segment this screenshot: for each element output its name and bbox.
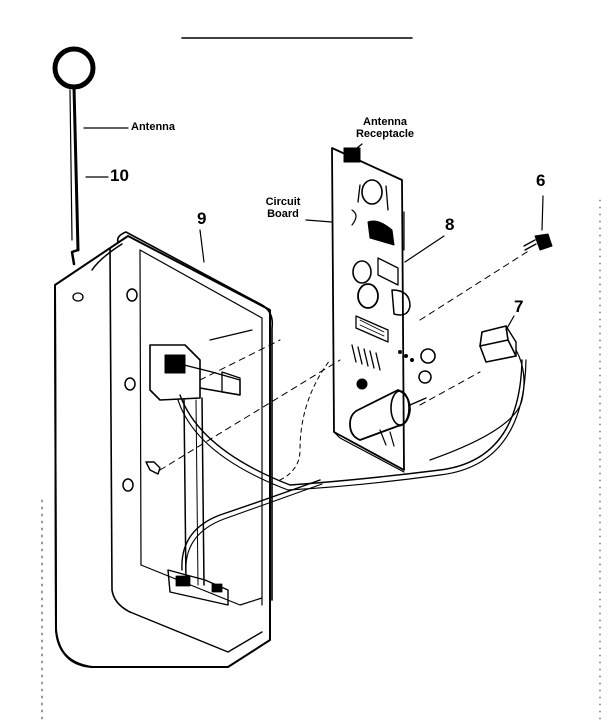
part-8-leader [404, 235, 445, 263]
alignment-line-connector [419, 371, 481, 406]
antenna-receptacle-line2: Receptacle [355, 127, 415, 140]
part-number-8: 8 [445, 215, 455, 234]
screw [523, 195, 553, 251]
part-number-9: 9 [197, 209, 207, 228]
antenna [52, 46, 96, 266]
circuit-board-label: Circuit Board [256, 196, 310, 220]
antenna-label: Antenna [131, 121, 175, 133]
wires [177, 359, 527, 573]
alignment-line-board [159, 359, 341, 471]
housing [54, 231, 274, 668]
circuit-board-line1: Circuit [265, 196, 301, 208]
circuit-board-line2: Board [267, 207, 299, 220]
part-number-7: 7 [514, 297, 524, 316]
receptacle-leader [351, 143, 363, 153]
circuit-board-leader [305, 219, 333, 223]
alignment-line-wire [199, 339, 281, 381]
alignment-line-screw [419, 249, 531, 321]
part-number-10: 10 [110, 166, 129, 185]
circuit-board [331, 147, 436, 473]
connector [429, 315, 525, 461]
part-9-leader [199, 229, 205, 263]
part-number-6: 6 [536, 171, 546, 190]
antenna-receptacle-label: Antenna Receptacle [342, 116, 428, 140]
antenna-receptacle-line1: Antenna [363, 116, 407, 128]
